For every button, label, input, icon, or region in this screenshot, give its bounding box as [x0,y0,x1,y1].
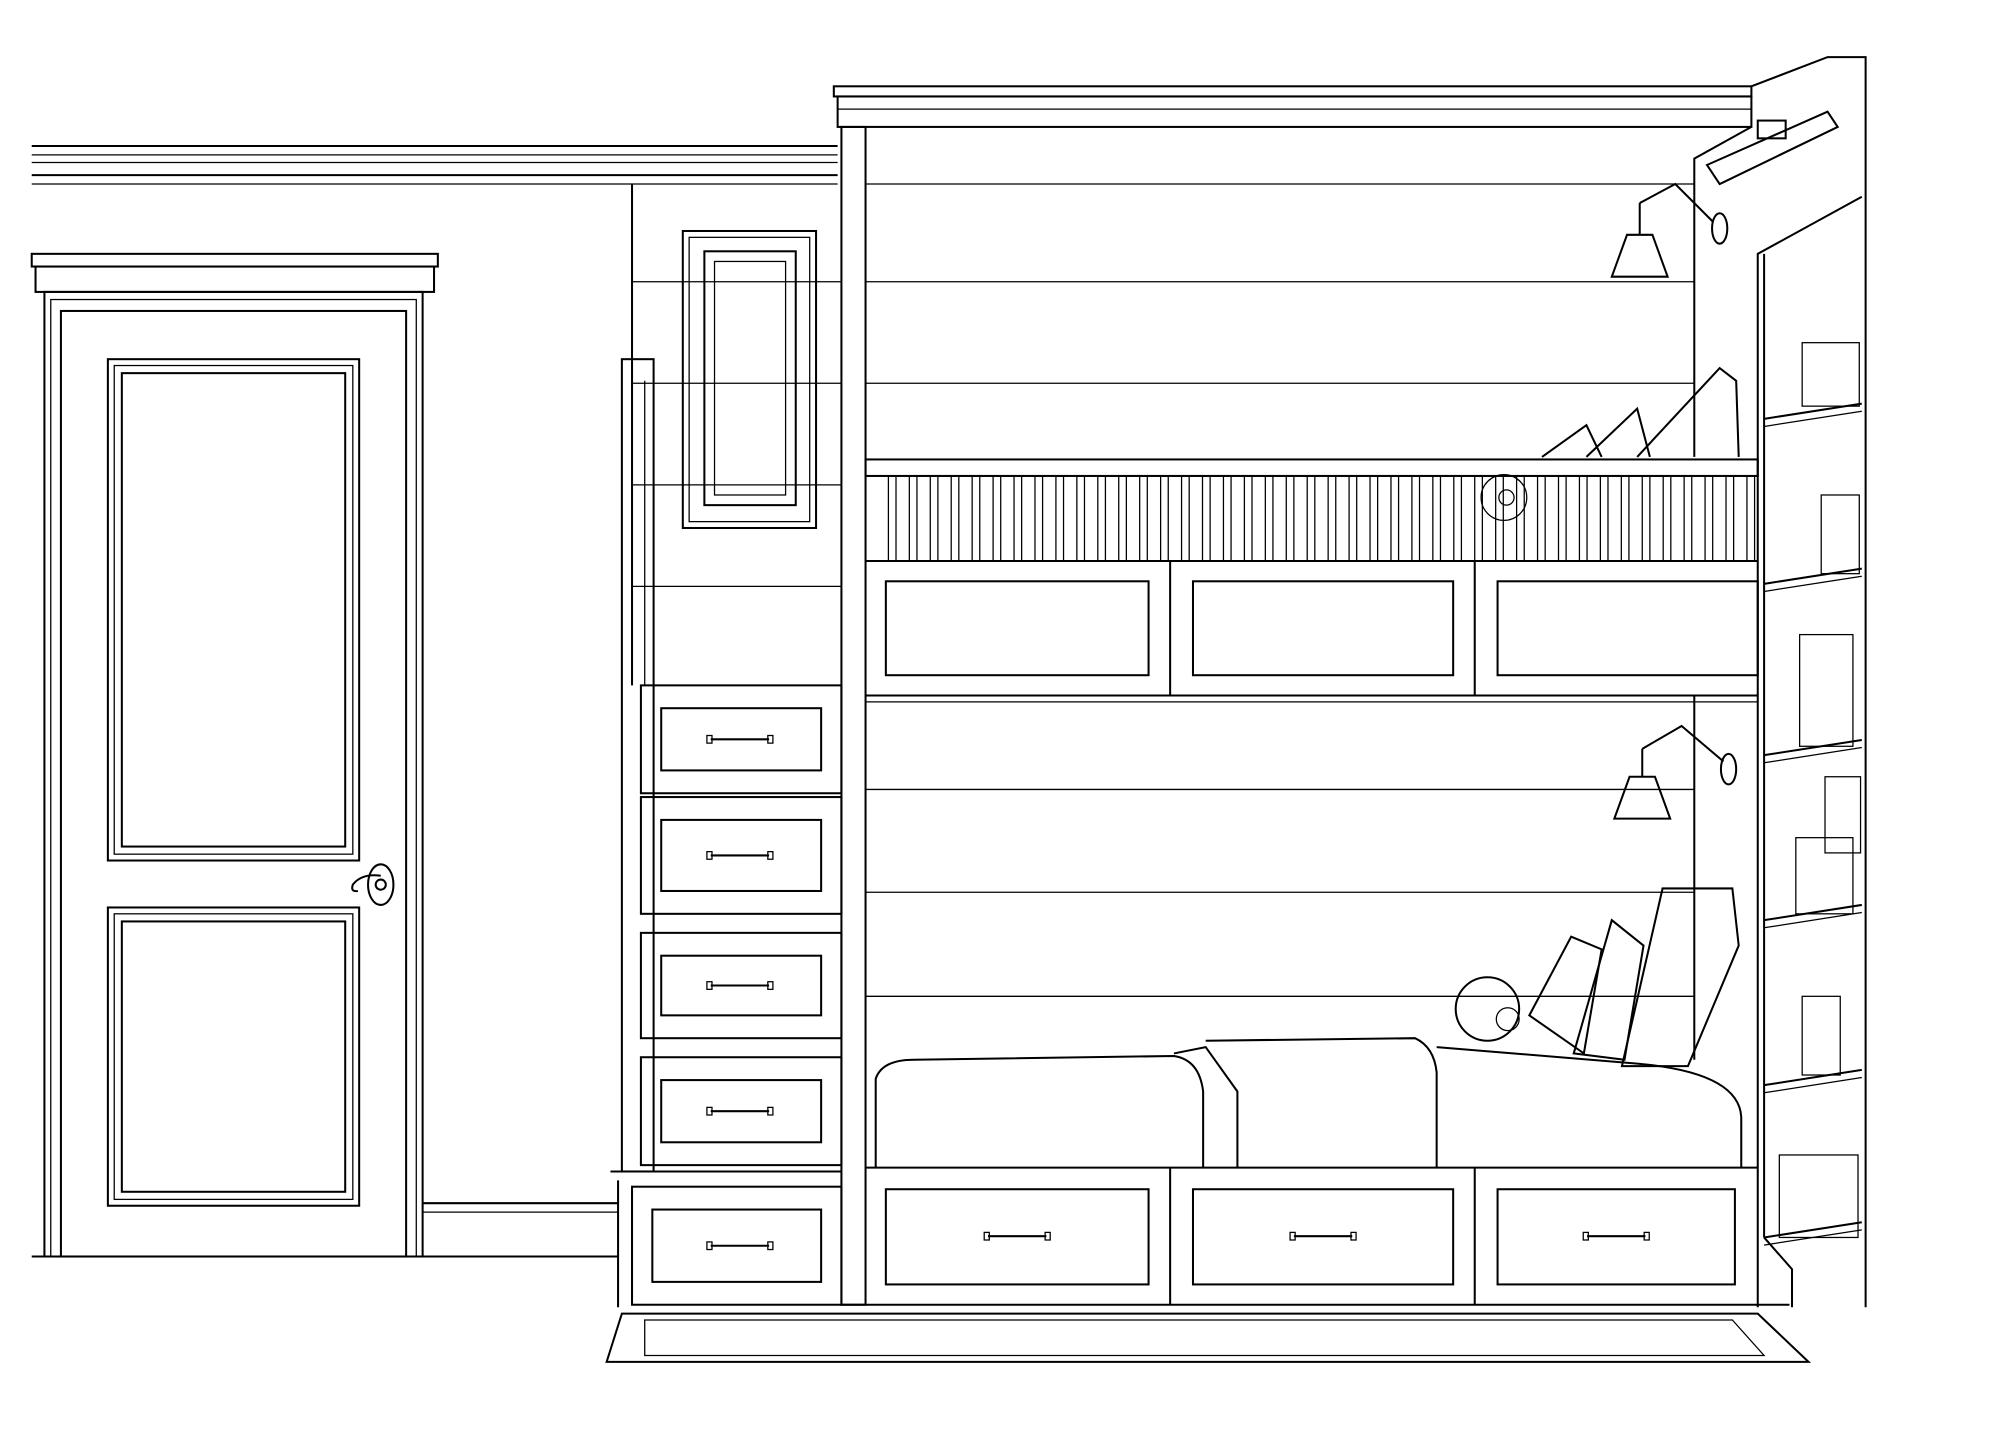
baluster [1474,475,1483,562]
lower-bunk-drawer [1191,1188,1455,1286]
baluster [929,475,939,562]
bookshelf [1756,195,1863,1308]
baluster [971,475,981,562]
bookshelf-shelf [1763,738,1862,764]
stair-drawer [631,1185,843,1306]
baluster [1725,475,1735,562]
baluster [1599,475,1609,562]
baluster [1662,475,1672,562]
baluster [1536,475,1546,562]
baluster [1306,475,1316,562]
bookshelf-shelf [1763,567,1862,593]
bookshelf-items [1778,342,1862,1239]
wall-planks [631,183,1696,1060]
baluster [1369,475,1379,562]
upper-bunk-guard-rail [864,458,1759,563]
baluster [1704,475,1714,562]
baluster [1515,475,1525,562]
baluster [887,475,897,562]
picture-light-icon [1705,110,1840,186]
upper-wall-sconce-icon [1610,182,1729,278]
stair-drawer [639,1056,843,1167]
baluster [1348,475,1358,562]
bookshelf-shelf [1763,402,1862,428]
baluster [1055,475,1065,562]
baluster [1139,475,1148,562]
door-handle-icon [351,863,395,906]
upper-bunk-fascia [865,560,1758,703]
baluster [950,475,960,562]
drawer-handle-icon [706,850,774,860]
baluster [1243,475,1253,562]
lower-bunk-base [1169,1167,1476,1305]
lower-bunk-mattress [865,1037,1758,1169]
door-upper-panel [106,358,361,862]
baluster [1076,475,1086,562]
upper-bunk-panel [1191,580,1455,677]
baluster [1641,475,1651,562]
baluster [992,475,1002,562]
drawer-handle-icon [706,1241,774,1251]
lower-bunk-pillows [1454,887,1740,1068]
baluster [1222,475,1232,562]
stair-drawers [610,684,843,1306]
baluster [1118,475,1127,562]
baluster [1013,475,1023,562]
baluster [1578,475,1588,562]
baluster [1180,475,1190,562]
baluster [908,475,918,562]
drawer-handle-icon [983,1231,1051,1241]
baluster [1264,475,1274,562]
baseboard [31,1202,619,1258]
lower-bunk-drawer [1496,1188,1736,1286]
drawer-handle-icon [1289,1231,1357,1241]
lower-bunk-drawers [884,1188,1736,1286]
bookshelf-shelf [1763,1068,1862,1094]
baluster [1495,475,1504,562]
baluster [1159,475,1169,562]
baluster [1327,475,1337,562]
baluster [1453,475,1463,562]
lower-wall-sconce-icon [1612,724,1738,820]
drawer-handle-icon [706,981,774,990]
baluster [1034,475,1044,562]
bunk-frame [832,56,1867,1308]
stair-drawer [639,796,843,915]
baluster [1390,475,1400,562]
upper-bunk-panel [884,580,1150,677]
baluster [1620,475,1630,562]
baluster [1746,475,1756,562]
rug [605,1312,1812,1363]
wall-crown-molding [31,144,838,185]
bookshelf-shelf [1763,903,1862,929]
drawer-handle-icon [1582,1231,1650,1241]
baluster [1557,475,1567,562]
upper-bunk-panel [1496,580,1759,677]
stair-drawer [639,931,843,1040]
upper-bunk-panels [884,580,1759,677]
stair-drawer [639,684,843,795]
drawer-handle-icon [706,734,774,744]
baluster [1411,475,1421,562]
baluster [1285,475,1295,562]
baluster [1097,475,1107,562]
door-lower-panel [106,906,361,1207]
lower-bunk-drawer [884,1188,1150,1286]
upper-bunk-pillows [1480,366,1740,522]
baluster [1201,475,1211,562]
baluster [1432,475,1442,562]
baluster [1683,475,1693,562]
drawer-handle-icon [706,1106,774,1116]
wall-picture-frame [681,229,818,530]
door [30,252,439,1258]
